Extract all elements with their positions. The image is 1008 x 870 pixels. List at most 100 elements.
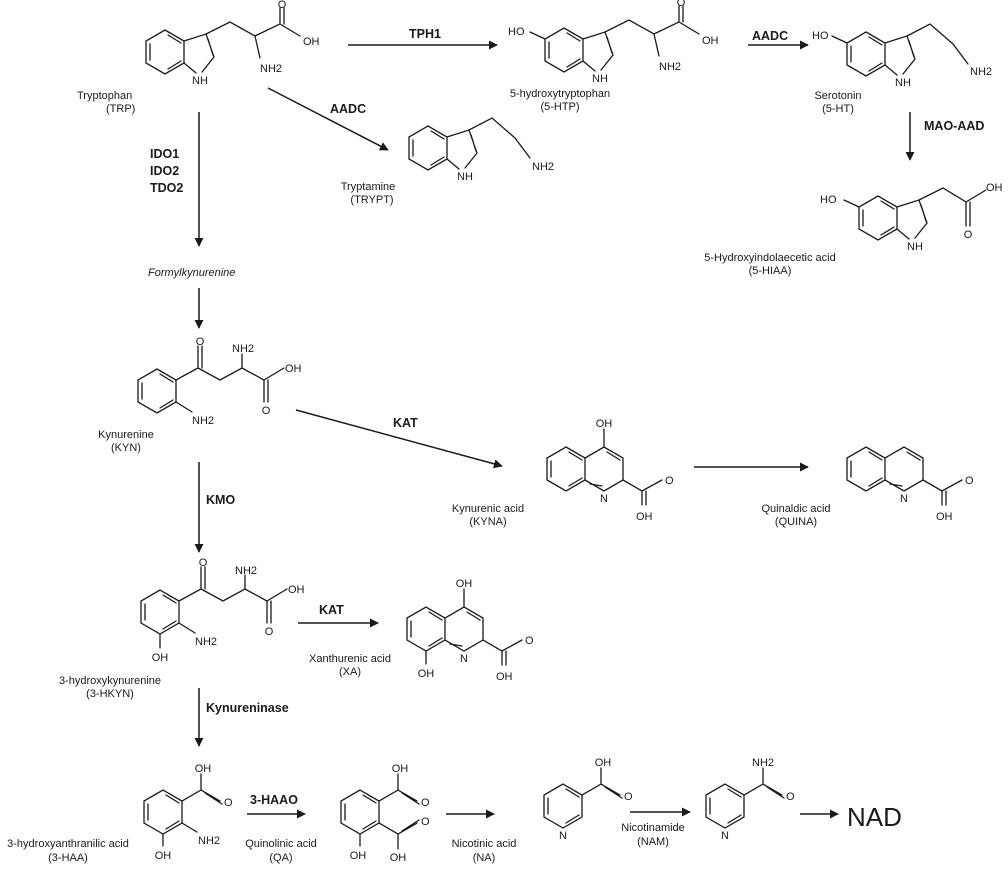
qa-hydroxyl-bottom: OH <box>390 852 407 864</box>
enzyme-mao-aad: MAO-AAD <box>924 119 984 133</box>
nam-amine: NH2 <box>752 757 774 769</box>
tryptophan-indole-nh: NH <box>192 75 208 87</box>
quina-oxygen: O <box>965 475 974 487</box>
serotonin-abbr: (5-HT) <box>822 103 854 115</box>
kyn-aniline-amine: NH2 <box>192 415 214 427</box>
quinaldic-acid-abbr: (QUINA) <box>775 516 817 528</box>
xa-phenol: OH <box>418 668 435 680</box>
enzyme-ido1: IDO1 <box>150 147 179 161</box>
htp-abbr: (5-HTP) <box>540 101 579 113</box>
hydroxyanthranilic-acid-name: 3-hydroxyanthranilic acid <box>7 838 129 850</box>
haa-acid-hydroxyl: OH <box>195 763 212 775</box>
kyna-acid-hydroxyl: OH <box>636 511 653 523</box>
na-hydroxyl: OH <box>595 757 612 769</box>
na-oxygen: O <box>624 791 633 803</box>
quinolinic-acid-abbr: (QA) <box>269 852 292 864</box>
kynurenine-abbr: (KYN) <box>111 442 141 454</box>
hydroxykynurenine-name: 3-hydroxykynurenine <box>59 675 161 687</box>
enzyme-tdo2: TDO2 <box>150 181 183 195</box>
hkyn-hydroxyl: OH <box>288 584 305 596</box>
tryptophan-abbr: (TRP) <box>106 103 135 115</box>
hkyn-amine: NH2 <box>235 565 257 577</box>
hkyn-oxygen-ketone: O <box>199 557 208 569</box>
xa-acid-hydroxyl: OH <box>496 671 513 683</box>
kyn-oxygen-acid: O <box>262 405 271 417</box>
enzyme-kat-xa: KAT <box>319 603 344 617</box>
qa-phenol: OH <box>350 850 367 862</box>
nam-oxygen: O <box>786 791 795 803</box>
nam-nitrogen: N <box>721 830 729 842</box>
hiaa-structure: HO O OH NH <box>820 182 1003 253</box>
enzyme-kat-kyna: KAT <box>393 416 418 430</box>
tryptamine-abbr: (TRYPT) <box>350 194 393 206</box>
xanthurenic-acid-name: Xanthurenic acid <box>309 653 391 665</box>
serotonin-amine: NH2 <box>970 66 992 78</box>
enzyme-3-haao: 3-HAAO <box>250 793 298 807</box>
xanthurenic-acid-abbr: (XA) <box>339 666 361 678</box>
tryptophan-amine: NH2 <box>260 63 282 75</box>
hydroxykynurenine-abbr: (3-HKYN) <box>86 688 134 700</box>
na-nitrogen: N <box>559 830 567 842</box>
hiaa-abbr: (5-HIAA) <box>749 265 792 277</box>
arrow-trp-to-tryptamine <box>267 87 389 151</box>
xanthurenic-acid-structure: OH O OH N OH <box>406 578 534 683</box>
htp-hydroxyl: OH <box>702 35 719 47</box>
haa-phenol: OH <box>155 850 172 862</box>
haa-amine: NH2 <box>198 835 220 847</box>
xa-nitrogen: N <box>460 653 468 665</box>
quinolinic-acid-name: Quinolinic acid <box>245 838 317 850</box>
kynurenic-acid-name: Kynurenic acid <box>452 503 524 515</box>
nicotinic-acid-abbr: (NA) <box>473 852 496 864</box>
hiaa-hydroxyl-ring: HO <box>820 194 837 206</box>
enzyme-kmo: KMO <box>206 493 235 507</box>
kyna-oxygen: O <box>665 475 674 487</box>
hiaa-hydroxyl: OH <box>986 182 1003 194</box>
tryptamine-indole-nh: NH <box>457 171 473 183</box>
kynurenic-acid-abbr: (KYNA) <box>469 516 506 528</box>
quinaldic-acid-name: Quinaldic acid <box>761 503 830 515</box>
htp-hydroxyl-ring: HO <box>508 26 525 38</box>
nad-end-product: NAD <box>847 802 902 832</box>
enzyme-kynureninase: Kynureninase <box>206 701 289 715</box>
enzyme-aadc-serotonin: AADC <box>752 29 788 43</box>
tryptamine-amine: NH2 <box>532 161 554 173</box>
xa-hydroxyl-top: OH <box>456 578 473 590</box>
enzyme-tph1: TPH1 <box>409 27 441 41</box>
hydroxykynurenine-structure: O NH2 OH O NH2 OH <box>140 557 305 664</box>
serotonin-structure: HO NH2 NH <box>812 23 992 89</box>
tryptamine-structure: NH2 NH <box>408 117 554 183</box>
nicotinamide-name: Nicotinamide <box>621 822 685 834</box>
tryptophan-hydroxyl: OH <box>303 36 320 48</box>
nicotinic-acid-name: Nicotinic acid <box>452 838 517 850</box>
hydroxyanthranilic-acid-structure: OH O NH2 OH <box>143 763 233 862</box>
formylkynurenine-name: Formylkynurenine <box>148 267 235 279</box>
nicotinamide-abbr: (NAM) <box>637 836 669 848</box>
htp-amine: NH2 <box>659 61 681 73</box>
quinolinic-acid-structure: OH O O OH OH <box>340 763 430 864</box>
kynurenine-name: Kynurenine <box>98 429 154 441</box>
nicotinic-acid-structure: OH O N <box>543 757 633 842</box>
tryptamine-name: Tryptamine <box>341 181 396 193</box>
haa-oxygen: O <box>224 797 233 809</box>
serotonin-name: Serotonin <box>814 90 861 102</box>
quinaldic-acid-structure: O OH N <box>846 446 974 523</box>
quina-nitrogen: N <box>900 493 908 505</box>
tryptophan-name: Tryptophan <box>77 90 132 102</box>
qa-oxygen-top: O <box>421 797 430 809</box>
htp-indole-nh: NH <box>592 73 608 85</box>
tryptophan-structure: O OH NH2 NH <box>145 0 320 87</box>
qa-hydroxyl-top: OH <box>392 763 409 775</box>
hkyn-aniline-amine: NH2 <box>195 636 217 648</box>
kyna-hydroxyl: OH <box>596 418 613 430</box>
hiaa-oxygen: O <box>964 229 973 241</box>
kynurenic-acid-structure: OH O OH N <box>546 418 674 523</box>
serotonin-hydroxyl: HO <box>812 30 829 42</box>
kyn-oxygen-ketone: O <box>196 336 205 348</box>
enzyme-ido2: IDO2 <box>150 164 179 178</box>
xa-oxygen: O <box>525 635 534 647</box>
kyn-amine: NH2 <box>232 343 254 355</box>
nicotinamide-structure: NH2 O N <box>705 757 795 842</box>
htp-oxygen: O <box>677 0 686 9</box>
hydroxytryptophan-structure: HO O OH NH2 NH <box>508 0 719 85</box>
